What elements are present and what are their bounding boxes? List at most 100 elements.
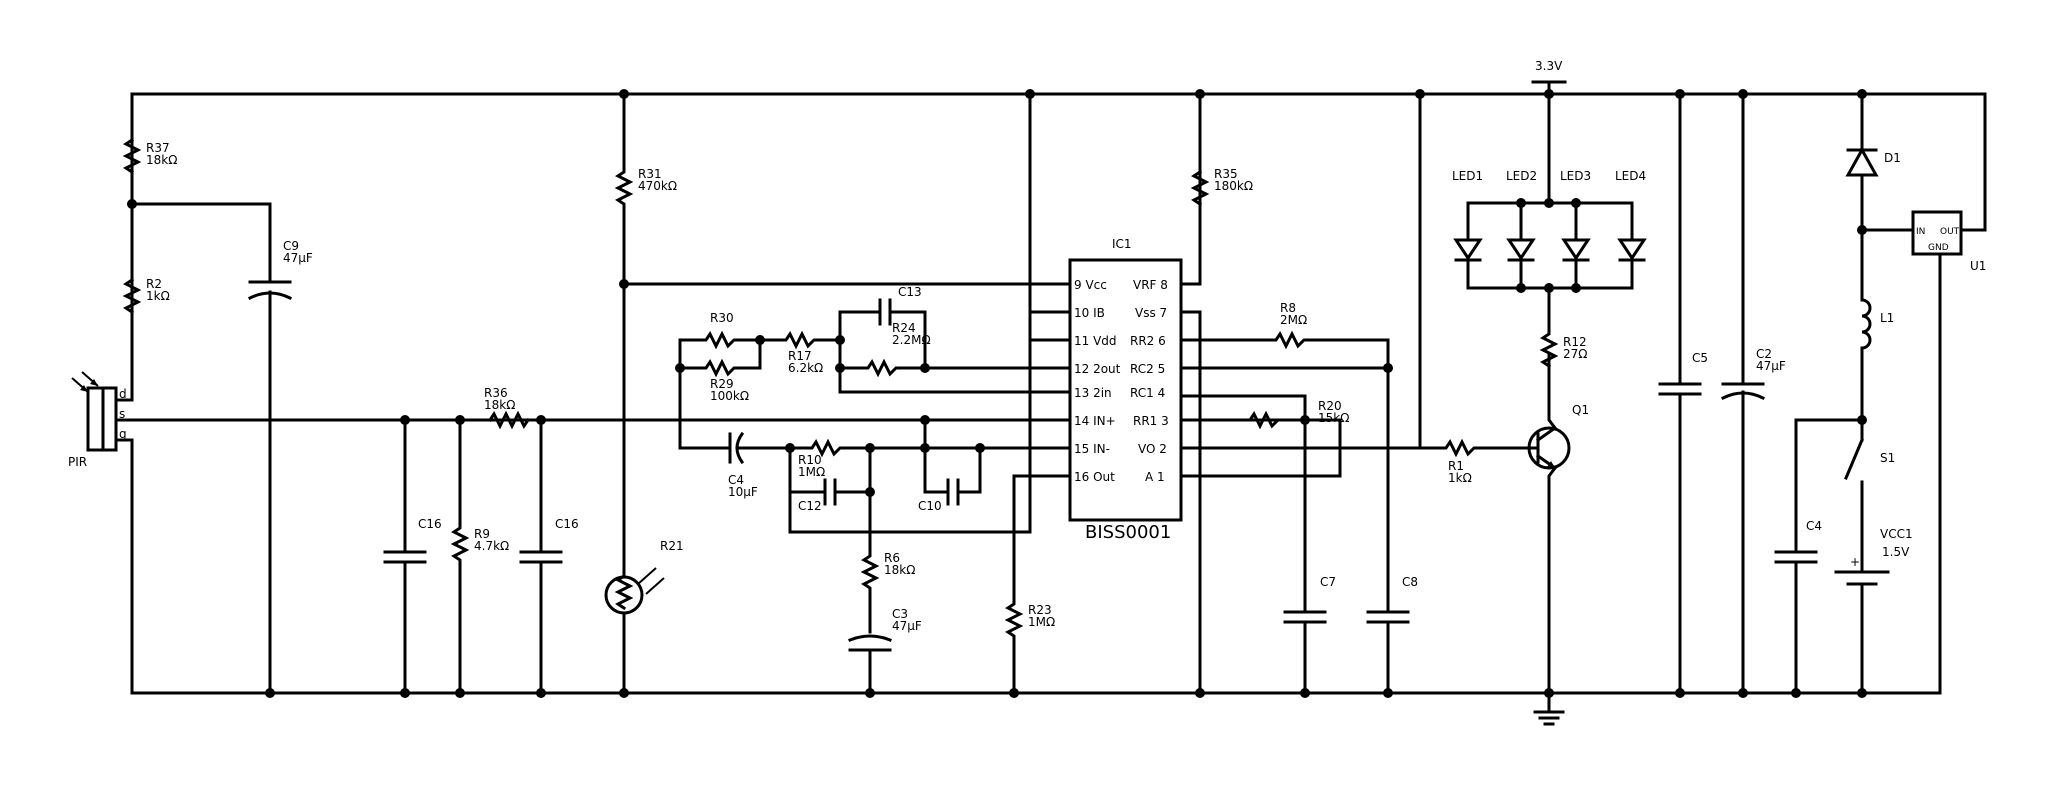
resistor-r10: R10 1MΩ (788, 418, 927, 479)
resistor-r8: R8 2MΩ (1179, 301, 1390, 370)
svg-text:C13: C13 (898, 285, 922, 299)
svg-text:2.2MΩ: 2.2MΩ (892, 333, 931, 347)
junction-dot (1544, 688, 1554, 698)
junction-dot (536, 415, 546, 425)
svg-text:11 Vdd: 11 Vdd (1074, 334, 1117, 348)
resistor-r6: R6 18kΩ (860, 446, 915, 634)
junction-dot (127, 199, 137, 209)
svg-text:180kΩ: 180kΩ (1214, 179, 1253, 193)
svg-text:LED3: LED3 (1560, 169, 1591, 183)
capacitor-c7: C7 (1320, 575, 1336, 589)
svg-text:R29: R29 (710, 377, 734, 391)
led-3: LED3 (1560, 169, 1591, 262)
svg-text:47µF: 47µF (892, 619, 922, 633)
svg-text:2MΩ: 2MΩ (1280, 313, 1307, 327)
svg-text:LED1: LED1 (1452, 169, 1483, 183)
svg-text:C16: C16 (555, 517, 579, 531)
svg-text:R21: R21 (660, 539, 684, 553)
led-2: LED2 (1506, 169, 1537, 262)
pir-pin-d: d (119, 387, 127, 401)
led-4: LED4 (1615, 169, 1647, 262)
junction-dot (619, 89, 629, 99)
battery-vcc1: + VCC1 1.5V (1834, 527, 1913, 695)
svg-text:R24: R24 (892, 321, 916, 335)
svg-text:27Ω: 27Ω (1563, 347, 1587, 361)
svg-text:S1: S1 (1880, 451, 1895, 465)
resistor-r12: R12 27Ω (1539, 288, 1587, 369)
junction-dot (1791, 688, 1801, 698)
ic-part-number: BISS0001 (1085, 522, 1171, 543)
svg-text:C9: C9 (283, 239, 299, 253)
svg-text:100kΩ: 100kΩ (710, 389, 749, 403)
photoresistor-r21: R21 (604, 539, 684, 695)
junction-dot (835, 335, 845, 345)
junction-dot (1571, 283, 1581, 293)
junction-dot (865, 487, 875, 497)
svg-text:RC1 4: RC1 4 (1130, 386, 1165, 400)
svg-text:9 Vcc: 9 Vcc (1074, 278, 1107, 292)
svg-text:VRF 8: VRF 8 (1133, 278, 1168, 292)
resistor-r20: R20 15kΩ (1179, 394, 1349, 695)
capacitor-c16-right: C16 (519, 418, 579, 695)
svg-text:47µF: 47µF (1756, 359, 1786, 373)
svg-text:C10: C10 (918, 499, 942, 513)
svg-text:R37: R37 (146, 141, 170, 155)
svg-text:1MΩ: 1MΩ (798, 465, 825, 479)
svg-text:C12: C12 (798, 499, 822, 513)
svg-text:A 1: A 1 (1145, 470, 1165, 484)
junction-dot (619, 688, 629, 698)
junction-dot (1516, 283, 1526, 293)
svg-text:R30: R30 (710, 311, 734, 325)
capacitor-c9: C9 47µF (130, 202, 313, 695)
capacitor-c5: C5 (1658, 92, 1708, 695)
junction-dot (1009, 688, 1019, 698)
resistor-r35: R35 180kΩ (1179, 92, 1253, 286)
svg-text:RC2 5: RC2 5 (1130, 362, 1165, 376)
svg-text:R12: R12 (1563, 335, 1587, 349)
svg-text:R17: R17 (788, 349, 812, 363)
svg-text:1MΩ: 1MΩ (1028, 615, 1055, 629)
svg-text:LED4: LED4 (1615, 169, 1646, 183)
junction-dot (455, 415, 465, 425)
svg-text:D1: D1 (1884, 151, 1901, 165)
svg-text:1kΩ: 1kΩ (1448, 471, 1472, 485)
wire-pin1 (1179, 418, 1342, 478)
svg-text:470kΩ: 470kΩ (638, 179, 677, 193)
junction-dot (865, 443, 875, 453)
junction-dot (1738, 688, 1748, 698)
svg-text:R8: R8 (1280, 301, 1296, 315)
junction-dot (755, 335, 765, 345)
svg-text:C2: C2 (1756, 347, 1772, 361)
svg-text:L1: L1 (1880, 311, 1894, 325)
svg-text:14 IN+: 14 IN+ (1074, 414, 1116, 428)
svg-text:1kΩ: 1kΩ (146, 289, 170, 303)
junction-dot (1300, 415, 1310, 425)
svg-text:VCC1: VCC1 (1880, 527, 1913, 541)
svg-text:C7: C7 (1320, 575, 1336, 589)
junction-dot (1857, 688, 1867, 698)
svg-text:10µF: 10µF (728, 485, 758, 499)
capacitor-c13: C13 (838, 285, 927, 370)
svg-text:16 Out: 16 Out (1074, 470, 1115, 484)
svg-text:R1: R1 (1448, 459, 1464, 473)
svg-text:13 2in: 13 2in (1074, 386, 1112, 400)
svg-text:LED2: LED2 (1506, 169, 1537, 183)
svg-text:4.7kΩ: 4.7kΩ (474, 539, 509, 553)
svg-text:U1: U1 (1970, 259, 1986, 273)
pir-pin-g: g (119, 427, 127, 441)
svg-text:R35: R35 (1214, 167, 1238, 181)
resistor-r29: R29 100kΩ (678, 338, 762, 403)
supply-voltage-label: 3.3V (1535, 59, 1563, 73)
svg-text:15kΩ: 15kΩ (1318, 411, 1349, 425)
junction-dot (920, 415, 930, 425)
capacitor-c16-left: C16 (383, 418, 442, 695)
svg-text:12 2out: 12 2out (1074, 362, 1121, 376)
capacitor-c4-input: C4 10µF (678, 366, 792, 499)
svg-text:C8: C8 (1402, 575, 1418, 589)
svg-text:GND: GND (1928, 243, 1949, 253)
junction-dot (265, 688, 275, 698)
svg-text:RR2 6: RR2 6 (1130, 334, 1166, 348)
svg-text:+: + (1850, 555, 1860, 569)
junction-dot (1415, 89, 1425, 99)
